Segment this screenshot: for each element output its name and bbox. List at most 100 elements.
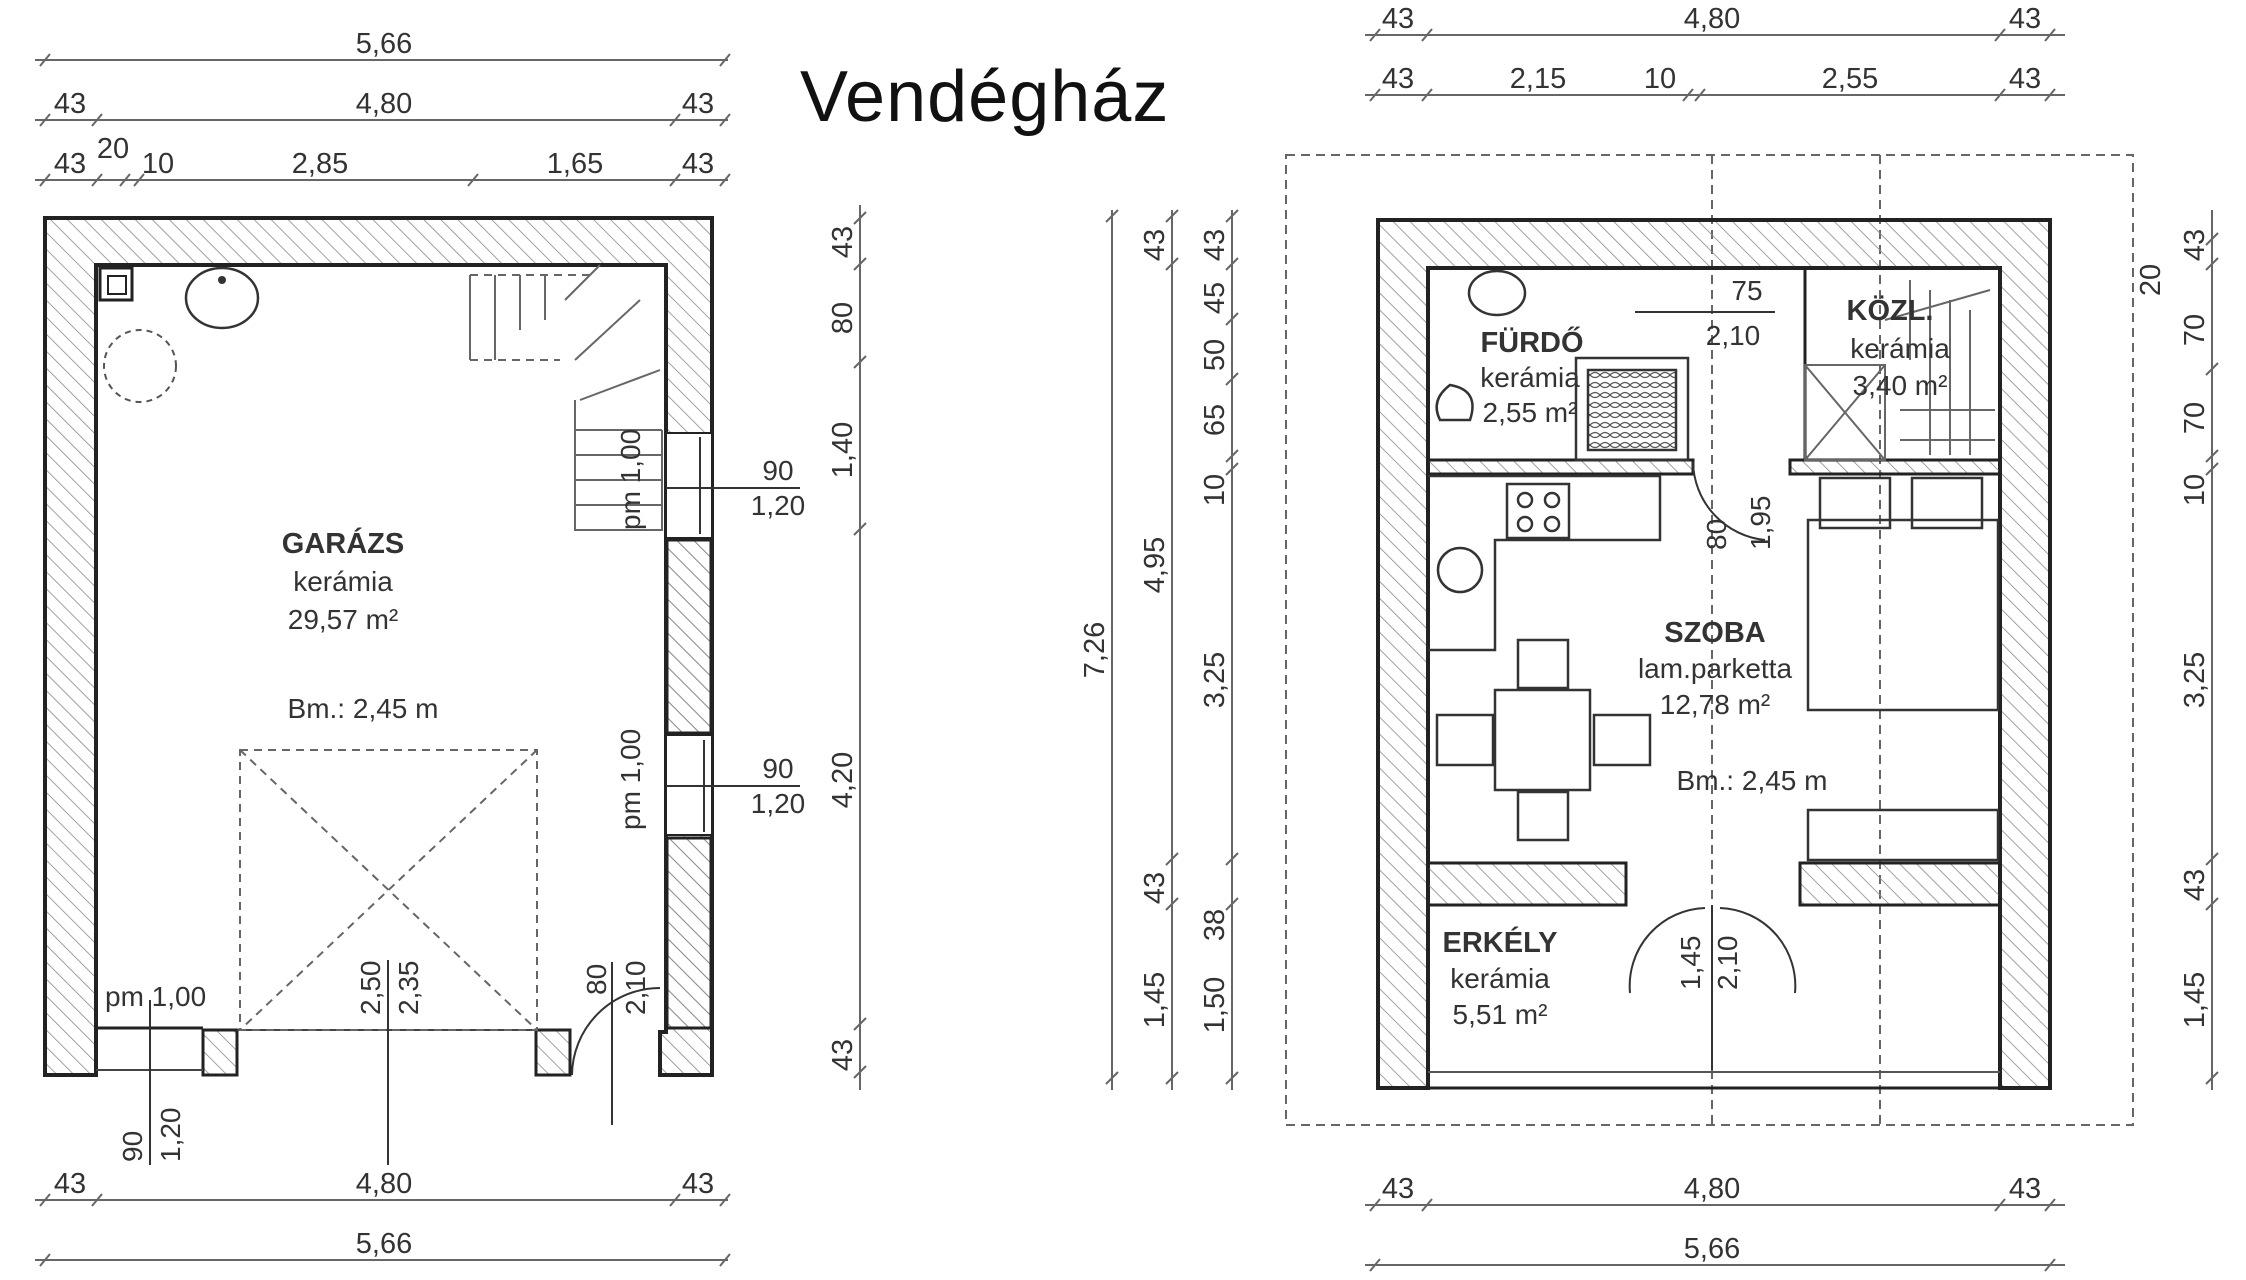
room-name-room: SZOBA bbox=[1664, 617, 1766, 649]
partition-wall-2 bbox=[1788, 458, 2002, 476]
dim-right-2: 1,40 bbox=[827, 422, 859, 478]
r-dim-right-1: 43 bbox=[2179, 229, 2211, 261]
r-dim-right-7: 1,45 bbox=[2179, 972, 2211, 1028]
window-2-width: 90 bbox=[762, 753, 793, 784]
room-floor-bath: kerámia bbox=[1480, 362, 1580, 393]
balcony-door-height: 2,10 bbox=[1712, 936, 1743, 991]
balcony-wall-left bbox=[1426, 861, 1628, 907]
dim-top-overall: 5,66 bbox=[356, 28, 412, 60]
room-area-room: 12,78 m² bbox=[1660, 689, 1771, 720]
front-window-width: 90 bbox=[117, 1131, 148, 1162]
r-dim-top-r2-3: 2,55 bbox=[1822, 63, 1878, 95]
r-dim-top-r1-0: 43 bbox=[1382, 3, 1414, 35]
dim-top-r3-0: 43 bbox=[54, 148, 86, 180]
r-dim-left-r3-2: 50 bbox=[1199, 339, 1231, 371]
window-1-sill: pm 1,00 bbox=[615, 429, 646, 530]
dim-top-r3-3: 2,85 bbox=[292, 148, 348, 180]
staircase-icon bbox=[469, 264, 663, 531]
dim-top-r2-2: 43 bbox=[682, 88, 714, 120]
r-dim-left-r3-3: 65 bbox=[1199, 404, 1231, 436]
garage-plan: GARÁZS kerámia 29,57 m² Bm.: 2,45 m pm 1… bbox=[35, 28, 867, 1267]
bathroom-fixtures bbox=[1435, 269, 1690, 462]
dim-bottom-overall: 5,66 bbox=[356, 1228, 412, 1260]
gate-height: 2,35 bbox=[393, 961, 424, 1016]
r-dim-left-r3-1: 45 bbox=[1199, 282, 1231, 314]
r-dim-left-r3-7: 1,50 bbox=[1199, 977, 1231, 1033]
dim-right-1: 80 bbox=[827, 302, 859, 334]
room-door-height: 1,95 bbox=[1745, 496, 1776, 551]
room-door-width: 80 bbox=[1701, 519, 1732, 550]
front-window-height: 1,20 bbox=[155, 1108, 186, 1163]
window-1-width: 90 bbox=[762, 455, 793, 486]
bath-door-height: 2,10 bbox=[1706, 320, 1761, 351]
dim-top-r3-4: 1,65 bbox=[547, 148, 603, 180]
window-2-height: 1,20 bbox=[751, 788, 806, 819]
r-dim-left-r3-4: 10 bbox=[1199, 474, 1231, 506]
room-height-room: Bm.: 2,45 m bbox=[1677, 765, 1828, 796]
dim-top-r3-1: 20 bbox=[97, 133, 129, 165]
bath-door-width: 75 bbox=[1731, 275, 1762, 306]
window-2-sill: pm 1,00 bbox=[615, 729, 646, 830]
r-dim-right-3: 70 bbox=[2179, 402, 2211, 434]
dim-bottom-r1-2: 43 bbox=[682, 1168, 714, 1200]
garage-walls bbox=[43, 216, 714, 1077]
window-1-height: 1,20 bbox=[751, 490, 806, 521]
r-dim-left-r2-2: 43 bbox=[1139, 872, 1171, 904]
r-dim-bottom-r1-2: 43 bbox=[2009, 1173, 2041, 1205]
r-dim-top-r2-1: 2,15 bbox=[1510, 63, 1566, 95]
dining-table-icon bbox=[1435, 638, 1652, 842]
room-floor-balcony: kerámia bbox=[1450, 963, 1550, 994]
room-area-garage: 29,57 m² bbox=[288, 604, 399, 635]
garage-gate-outline bbox=[239, 749, 538, 1031]
sink-icon bbox=[184, 266, 260, 330]
r-dim-bottom-overall: 5,66 bbox=[1684, 1233, 1740, 1265]
r-dim-right-0: 20 bbox=[2135, 264, 2167, 296]
guest-dimension-lines bbox=[1105, 28, 2219, 1272]
dim-right-4: 43 bbox=[827, 1039, 859, 1071]
r-dim-right-5: 3,25 bbox=[2179, 652, 2211, 708]
r-dim-right-2: 70 bbox=[2179, 314, 2211, 346]
r-dim-right-4: 10 bbox=[2179, 474, 2211, 506]
guest-room-plan: FÜRDŐ kerámia 2,55 m² KÖZL. kerámia 3,40… bbox=[1079, 3, 2219, 1272]
gate-width: 2,50 bbox=[355, 961, 386, 1016]
room-floor-comm: kerámia bbox=[1850, 333, 1950, 364]
r-dim-bottom-r1-1: 4,80 bbox=[1684, 1173, 1740, 1205]
dim-bottom-r1-1: 4,80 bbox=[356, 1168, 412, 1200]
room-name-comm: KÖZL. bbox=[1847, 294, 1934, 327]
r-dim-left-r2-0: 43 bbox=[1139, 229, 1171, 261]
room-area-comm: 3,40 m² bbox=[1853, 370, 1948, 401]
bathroom-door bbox=[1635, 311, 1775, 541]
roof-outline bbox=[1285, 154, 2134, 1126]
room-height-garage: Bm.: 2,45 m bbox=[288, 693, 439, 724]
garage-door-height: 2,10 bbox=[620, 961, 651, 1016]
balcony-wall-right bbox=[1798, 861, 2002, 907]
dim-top-r2-0: 43 bbox=[54, 88, 86, 120]
room-area-bath: 2,55 m² bbox=[1483, 397, 1578, 428]
r-dim-left-r3-5: 3,25 bbox=[1199, 652, 1231, 708]
r-dim-bottom-r1-0: 43 bbox=[1382, 1173, 1414, 1205]
r-dim-top-r2-2: 10 bbox=[1644, 63, 1676, 95]
r-dim-top-r2-0: 43 bbox=[1382, 63, 1414, 95]
room-name-bath: FÜRDŐ bbox=[1480, 325, 1583, 359]
r-dim-left-r2-1: 4,95 bbox=[1139, 537, 1171, 593]
r-dim-left-r3-6: 38 bbox=[1199, 909, 1231, 941]
plan-title: Vendégház bbox=[800, 57, 1170, 137]
balcony-door bbox=[1628, 905, 1797, 1070]
r-dim-top-r1-2: 43 bbox=[2009, 3, 2041, 35]
r-dim-left-overall: 7,26 bbox=[1079, 622, 1111, 678]
room-floor-room: lam.parketta bbox=[1638, 653, 1792, 684]
r-dim-left-r3-0: 43 bbox=[1199, 229, 1231, 261]
dim-top-r3-5: 43 bbox=[682, 148, 714, 180]
garage-door bbox=[571, 962, 661, 1125]
garage-door-width: 80 bbox=[581, 964, 612, 995]
dim-right-3: 4,20 bbox=[827, 752, 859, 808]
r-dim-left-r2-3: 1,45 bbox=[1139, 972, 1171, 1028]
room-name-garage: GARÁZS bbox=[282, 526, 404, 560]
garage-dimension-lines bbox=[35, 53, 867, 1267]
room-floor-garage: kerámia bbox=[293, 566, 393, 597]
staircase-icon bbox=[1804, 280, 1995, 461]
bed-icon bbox=[1806, 476, 2000, 862]
dim-top-r2-1: 4,80 bbox=[356, 88, 412, 120]
dim-bottom-r1-0: 43 bbox=[54, 1168, 86, 1200]
